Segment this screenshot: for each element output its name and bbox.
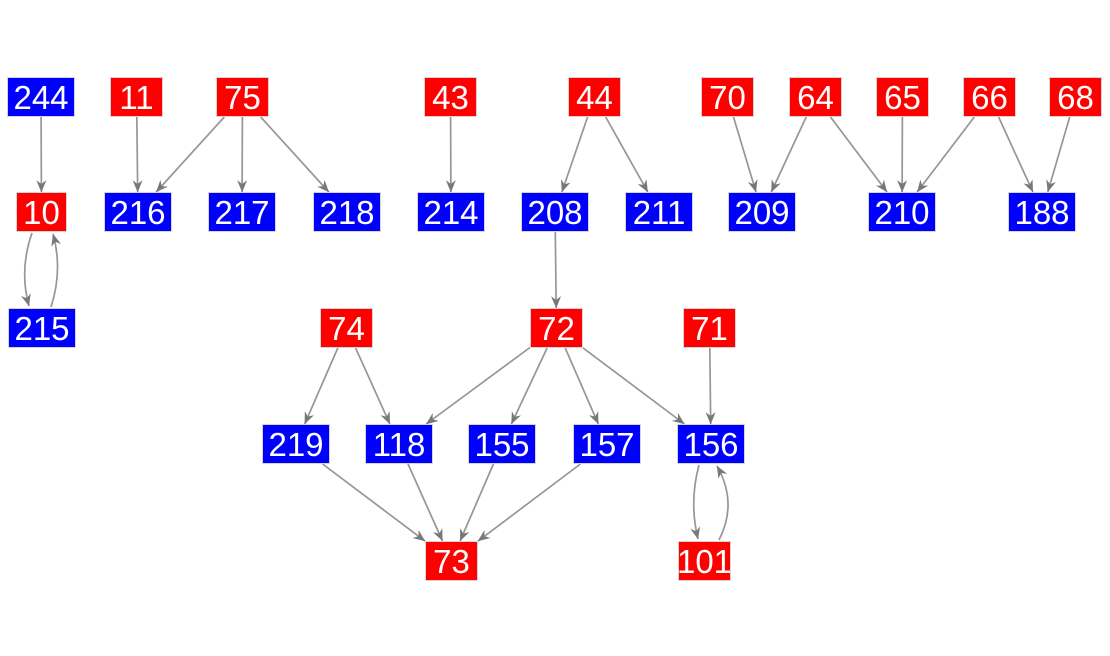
edge-72-118 bbox=[425, 346, 531, 425]
graph-node-44[interactable]: 44 bbox=[568, 77, 621, 117]
edge-156-101 bbox=[690, 464, 701, 540]
edge-75-218 bbox=[260, 116, 330, 193]
graph-node-244[interactable]: 244 bbox=[7, 77, 75, 117]
edge-219-73 bbox=[322, 463, 426, 542]
graph-node-75[interactable]: 75 bbox=[216, 77, 269, 117]
edge-10-215 bbox=[21, 232, 33, 307]
edge-72-155 bbox=[510, 347, 548, 425]
graph-node-64[interactable]: 64 bbox=[789, 77, 842, 117]
edge-44-208 bbox=[561, 116, 589, 193]
graph-node-155[interactable]: 155 bbox=[468, 424, 536, 464]
edge-155-73 bbox=[459, 463, 495, 542]
graph-node-208[interactable]: 208 bbox=[521, 192, 589, 232]
edge-208-72 bbox=[551, 231, 562, 309]
edge-71-156 bbox=[705, 347, 716, 425]
graph-node-66[interactable]: 66 bbox=[963, 77, 1016, 117]
edge-157-73 bbox=[477, 463, 581, 542]
graph-node-157[interactable]: 157 bbox=[573, 424, 641, 464]
edge-70-209 bbox=[732, 116, 758, 193]
graph-node-218[interactable]: 218 bbox=[313, 192, 381, 232]
edge-72-156 bbox=[582, 347, 685, 425]
edge-66-210 bbox=[916, 116, 975, 193]
graph-node-72[interactable]: 72 bbox=[530, 308, 583, 348]
graph-node-188[interactable]: 188 bbox=[1008, 192, 1076, 232]
graph-node-217[interactable]: 217 bbox=[208, 192, 276, 232]
graph-node-68[interactable]: 68 bbox=[1049, 77, 1102, 117]
graph-node-219[interactable]: 219 bbox=[262, 424, 330, 464]
edge-68-188 bbox=[1046, 116, 1071, 193]
graph-node-70[interactable]: 70 bbox=[701, 77, 754, 117]
edge-101-156 bbox=[716, 465, 729, 541]
graph-node-101[interactable]: 101 bbox=[676, 541, 733, 581]
edge-75-216 bbox=[155, 116, 225, 193]
graph-node-43[interactable]: 43 bbox=[424, 77, 477, 117]
graph-node-10[interactable]: 10 bbox=[16, 192, 67, 232]
graph-node-156[interactable]: 156 bbox=[677, 424, 745, 464]
edge-66-188 bbox=[997, 116, 1034, 193]
edge-215-10 bbox=[50, 233, 61, 308]
graph-node-211[interactable]: 211 bbox=[625, 192, 693, 232]
graph-node-71[interactable]: 71 bbox=[683, 308, 736, 348]
graph-node-209[interactable]: 209 bbox=[728, 192, 796, 232]
graph-node-210[interactable]: 210 bbox=[868, 192, 936, 232]
graph-node-11[interactable]: 11 bbox=[110, 77, 163, 117]
graph-node-73[interactable]: 73 bbox=[425, 541, 478, 581]
graph-node-215[interactable]: 215 bbox=[8, 308, 76, 348]
graph-node-65[interactable]: 65 bbox=[876, 77, 929, 117]
edge-74-219 bbox=[303, 347, 339, 425]
edge-118-73 bbox=[407, 463, 444, 542]
graph-node-216[interactable]: 216 bbox=[104, 192, 172, 232]
edge-44-211 bbox=[604, 116, 649, 193]
edge-64-210 bbox=[829, 116, 888, 193]
graph-node-214[interactable]: 214 bbox=[417, 192, 485, 232]
edge-11-216 bbox=[132, 116, 143, 193]
graph-node-118[interactable]: 118 bbox=[365, 424, 433, 464]
edge-72-157 bbox=[564, 347, 600, 425]
edge-64-209 bbox=[770, 116, 807, 193]
graph-node-74[interactable]: 74 bbox=[320, 308, 373, 348]
edge-74-118 bbox=[354, 347, 391, 425]
